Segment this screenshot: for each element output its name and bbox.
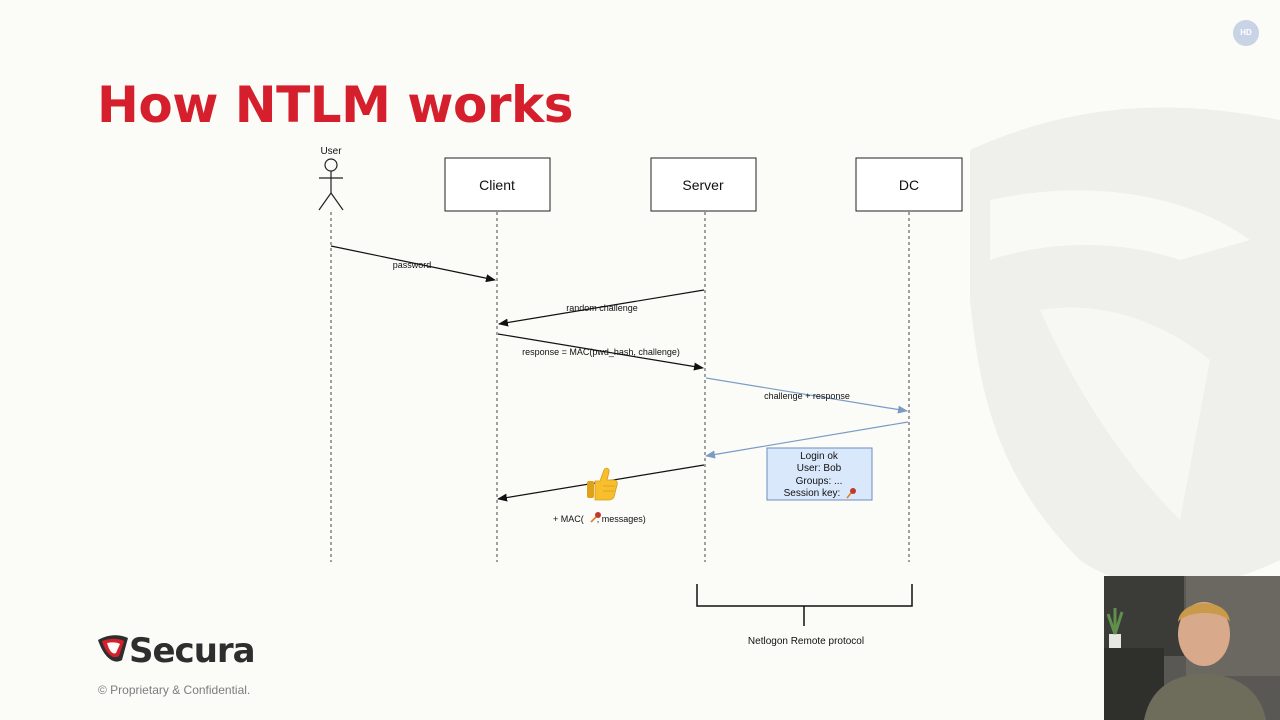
session-key-icon (846, 488, 856, 499)
slide-title: How NTLM works (97, 76, 573, 134)
random-challenge-arrow (498, 289, 705, 327)
note-line-4: Session key: (784, 488, 841, 499)
response-label: response = MAC(pwd_hash, challenge) (522, 347, 680, 357)
shield-watermark-inner (990, 190, 1250, 260)
webcam-video[interactable] (1104, 576, 1280, 720)
hd-badge[interactable]: HD (1233, 20, 1259, 46)
user-actor-icon (318, 158, 344, 211)
challenge-response-arrow (705, 377, 908, 414)
shield-watermark-cut (1040, 307, 1210, 520)
response-arrow (497, 333, 704, 371)
server-box (650, 157, 757, 212)
thumbs-up-icon (587, 467, 618, 501)
copyright-text: © Proprietary & Confidential. (98, 683, 251, 697)
password-arrow (330, 245, 496, 283)
secura-logo-icon (98, 635, 128, 662)
mac-suffix: , messages) (597, 514, 646, 524)
netlogon-label: Netlogon Remote protocol (748, 636, 864, 647)
note-line-1: Login ok (800, 451, 839, 462)
brand-name: Secura (129, 631, 256, 671)
user-label: User (320, 146, 342, 157)
note-line-3: Groups: ... (796, 476, 843, 487)
password-label: password (393, 260, 432, 270)
client-label: Client (479, 177, 515, 193)
client-box (444, 157, 551, 212)
note-line-2: User: Bob (797, 463, 842, 474)
mac-messages-label: + MAC( , messages) (553, 514, 646, 524)
challenge-response-label: challenge + response (764, 391, 850, 401)
netlogon-bracket (696, 584, 913, 626)
key-icon (590, 512, 601, 523)
presenter-video-frame (1104, 576, 1280, 720)
mac-prefix: + MAC( (553, 514, 584, 524)
login-ok-arrow (705, 421, 909, 459)
dc-label: DC (899, 177, 919, 193)
server-label: Server (682, 177, 724, 193)
random-challenge-label: random challenge (566, 303, 638, 313)
dc-box (855, 157, 963, 212)
